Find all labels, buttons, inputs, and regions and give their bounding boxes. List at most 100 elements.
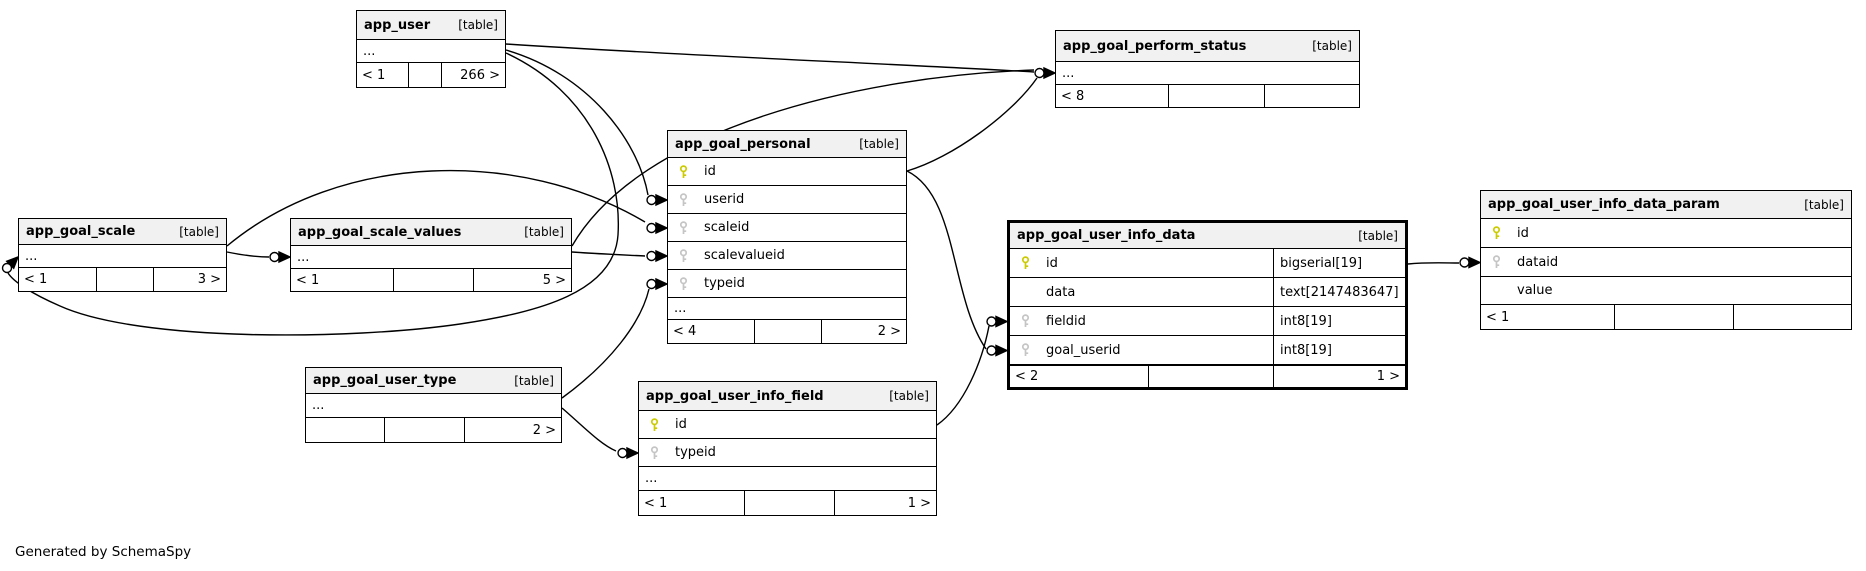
collapsed-columns: ... bbox=[1056, 62, 1359, 85]
table-header[interactable]: app_goal_user_info_data [table] bbox=[1010, 223, 1405, 249]
collapsed-columns: ... bbox=[306, 394, 561, 418]
edge-app_goal_user_type-to-app_goal_user_info_field-typeid bbox=[561, 407, 617, 452]
table-footer: < 2 1 > bbox=[1010, 365, 1405, 387]
column-type: bigserial[19] bbox=[1273, 249, 1405, 277]
table-header[interactable]: app_goal_personal [table] bbox=[668, 131, 906, 158]
connector-arrow bbox=[1468, 256, 1482, 269]
primary-key-icon bbox=[1491, 226, 1502, 240]
column-name: id bbox=[675, 417, 687, 432]
column-name: data bbox=[1046, 284, 1076, 300]
connector-circle bbox=[646, 222, 657, 234]
table-app_goal_user_info_data[interactable]: app_goal_user_info_data [table] id bigse… bbox=[1007, 220, 1408, 390]
connector-arrow bbox=[655, 221, 669, 235]
connector-arrow bbox=[1043, 66, 1057, 80]
column-name-cell: data bbox=[1010, 278, 1273, 306]
table-app_goal_user_info_field[interactable]: app_goal_user_info_field [table] id type… bbox=[638, 381, 937, 516]
table-header[interactable]: app_goal_scale_values [table] bbox=[291, 219, 571, 246]
edge-app_user-to-app_goal_perform_status bbox=[505, 43, 1035, 73]
column-name-cell: goal_userid bbox=[1010, 336, 1273, 364]
table-tag: [table] bbox=[524, 225, 564, 239]
table-footer: 2 > bbox=[306, 418, 561, 442]
table-app_goal_personal[interactable]: app_goal_personal [table] id userid scal… bbox=[667, 130, 907, 344]
column-row: dataid bbox=[1481, 248, 1851, 277]
no-key-spacer bbox=[1020, 285, 1031, 299]
table-app_user[interactable]: app_user [table] ... < 1 266 > bbox=[356, 10, 506, 88]
table-name: app_goal_user_info_data_param bbox=[1488, 197, 1720, 212]
collapsed-columns: ... bbox=[19, 245, 226, 268]
foreign-key-icon bbox=[678, 220, 689, 235]
table-header[interactable]: app_goal_user_info_data_param [table] bbox=[1481, 191, 1851, 219]
column-name: value bbox=[1517, 283, 1553, 298]
table-header[interactable]: app_goal_user_type [table] bbox=[306, 368, 561, 394]
edge-app_user-to-app_goal_scale bbox=[7, 52, 620, 336]
foreign-key-icon bbox=[678, 248, 689, 263]
table-tag: [table] bbox=[1358, 228, 1398, 243]
footer-middle bbox=[393, 269, 473, 291]
column-row: typeid bbox=[639, 439, 936, 467]
table-footer: < 1 1 > bbox=[639, 491, 936, 515]
column-name: goal_userid bbox=[1046, 342, 1121, 358]
table-header[interactable]: app_goal_scale [table] bbox=[19, 219, 226, 245]
foreign-key-icon bbox=[1020, 343, 1031, 357]
connector-circle bbox=[617, 447, 628, 459]
edge-app_goal_scale-to-app_goal_scale_values bbox=[226, 251, 270, 258]
edge-app_goal_user_info_field-to-app_goal_user_info_data-fieldid bbox=[936, 325, 990, 426]
schemaspy-credit: Generated by SchemaSpy bbox=[15, 544, 192, 560]
table-app_goal_perform_status[interactable]: app_goal_perform_status [table] ... < 8 bbox=[1055, 30, 1360, 108]
foreign-key-icon bbox=[678, 276, 689, 291]
foreign-key-icon bbox=[1491, 255, 1502, 269]
table-app_goal_user_type[interactable]: app_goal_user_type [table] ... 2 > bbox=[305, 367, 562, 443]
table-name: app_goal_scale bbox=[26, 224, 136, 239]
connector-arrow bbox=[655, 277, 669, 291]
collapsed-columns: ... bbox=[291, 246, 571, 269]
table-footer: < 1 bbox=[1481, 305, 1851, 329]
table-name: app_goal_user_info_data bbox=[1017, 228, 1196, 243]
table-tag: [table] bbox=[889, 389, 929, 403]
connector-circle bbox=[646, 278, 657, 290]
table-header[interactable]: app_user [table] bbox=[357, 11, 505, 40]
table-tag: [table] bbox=[1804, 197, 1844, 212]
table-footer: < 8 bbox=[1056, 85, 1359, 107]
column-name: fieldid bbox=[1046, 313, 1086, 329]
connector-arrow bbox=[278, 250, 292, 264]
table-footer: < 1 266 > bbox=[357, 63, 505, 87]
table-app_goal_scale_values[interactable]: app_goal_scale_values [table] ... < 1 5 … bbox=[290, 218, 572, 292]
table-tag: [table] bbox=[1312, 39, 1352, 53]
column-name: typeid bbox=[704, 276, 745, 291]
child-count: 1 > bbox=[1273, 366, 1405, 387]
table-app_goal_scale[interactable]: app_goal_scale [table] ... < 1 3 > bbox=[18, 218, 227, 292]
footer-middle bbox=[1614, 305, 1733, 329]
collapsed-columns: ... bbox=[668, 298, 906, 320]
foreign-key-icon bbox=[678, 192, 689, 207]
child-count: 1 > bbox=[834, 491, 936, 515]
connector-arrow bbox=[655, 193, 669, 207]
foreign-key-icon bbox=[649, 445, 660, 460]
footer-middle bbox=[384, 418, 464, 442]
column-name: scaleid bbox=[704, 220, 750, 235]
edge-app_goal_personal-to-app_goal_perform_status bbox=[906, 77, 1038, 172]
primary-key-icon bbox=[649, 417, 660, 432]
primary-key-icon bbox=[678, 164, 689, 179]
column-name: id bbox=[1517, 225, 1529, 241]
foreign-key-icon bbox=[1020, 314, 1031, 328]
table-header[interactable]: app_goal_user_info_field [table] bbox=[639, 382, 936, 411]
column-row: id bbox=[1481, 219, 1851, 248]
connector-circle bbox=[646, 250, 657, 262]
column-row: id bbox=[668, 158, 906, 186]
table-header[interactable]: app_goal_perform_status [table] bbox=[1056, 31, 1359, 62]
parent-count: < 1 bbox=[1486, 309, 1510, 325]
footer-middle bbox=[1168, 85, 1264, 107]
column-type: text[2147483647] bbox=[1273, 278, 1405, 306]
column-type: int8[19] bbox=[1273, 336, 1405, 364]
table-app_goal_user_info_data_param[interactable]: app_goal_user_info_data_param [table] id… bbox=[1480, 190, 1852, 330]
table-name: app_goal_user_info_field bbox=[646, 388, 824, 404]
connector-arrow bbox=[5, 255, 20, 270]
column-row: goal_userid int8[19] bbox=[1010, 336, 1405, 365]
child-count: 3 > bbox=[153, 268, 226, 291]
column-name-cell: fieldid bbox=[1010, 307, 1273, 335]
column-name: userid bbox=[704, 192, 745, 207]
connector-circle bbox=[1459, 257, 1470, 268]
table-footer: < 4 2 > bbox=[668, 320, 906, 343]
column-row: userid bbox=[668, 186, 906, 214]
